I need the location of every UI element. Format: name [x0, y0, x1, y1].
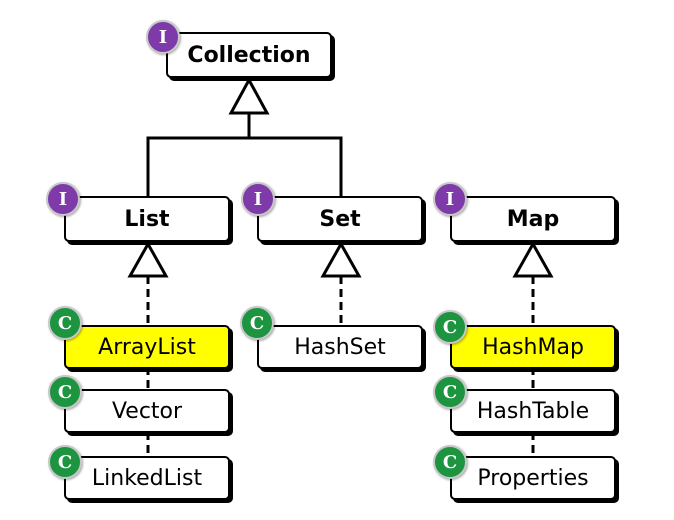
extends-connector	[146, 113, 343, 196]
class-badge-icon: C	[48, 306, 82, 340]
set-arrowhead	[320, 240, 362, 278]
list-label: List	[124, 206, 170, 232]
class-badge-icon: C	[433, 310, 467, 344]
class-badge-icon: C	[433, 375, 467, 409]
hashtable-node: HashTable	[450, 389, 616, 433]
set-label: Set	[319, 206, 361, 232]
set-node: Set	[257, 196, 423, 242]
interface-badge-icon: I	[46, 182, 80, 216]
map-label: Map	[506, 206, 560, 232]
linkedlist-node: LinkedList	[64, 456, 230, 500]
properties-node: Properties	[450, 456, 616, 500]
collection-node: Collection	[166, 32, 332, 78]
hashset-label: HashSet	[294, 334, 386, 360]
arraylist-node: ArrayList	[64, 325, 230, 369]
properties-label: Properties	[477, 465, 589, 491]
vector-node: Vector	[64, 389, 230, 433]
list-node: List	[64, 196, 230, 242]
hashmap-node: HashMap	[450, 325, 616, 369]
class-badge-icon: C	[48, 375, 82, 409]
interface-badge-icon: I	[146, 20, 180, 54]
interface-badge-icon: I	[241, 182, 275, 216]
collection-arrowhead	[228, 76, 270, 115]
hashtable-label: HashTable	[476, 398, 590, 424]
hashmap-label: HashMap	[482, 334, 584, 360]
hashset-node: HashSet	[257, 325, 423, 369]
class-badge-icon: C	[433, 445, 467, 479]
interface-badge-icon: I	[433, 182, 467, 216]
map-node: Map	[450, 196, 616, 242]
linkedlist-label: LinkedList	[91, 465, 203, 491]
vector-label: Vector	[111, 398, 183, 424]
map-arrowhead	[512, 240, 554, 278]
collection-label: Collection	[187, 42, 311, 68]
class-badge-icon: C	[48, 445, 82, 479]
list-arrowhead	[127, 240, 169, 278]
arraylist-label: ArrayList	[98, 334, 196, 360]
class-badge-icon: C	[240, 306, 274, 340]
